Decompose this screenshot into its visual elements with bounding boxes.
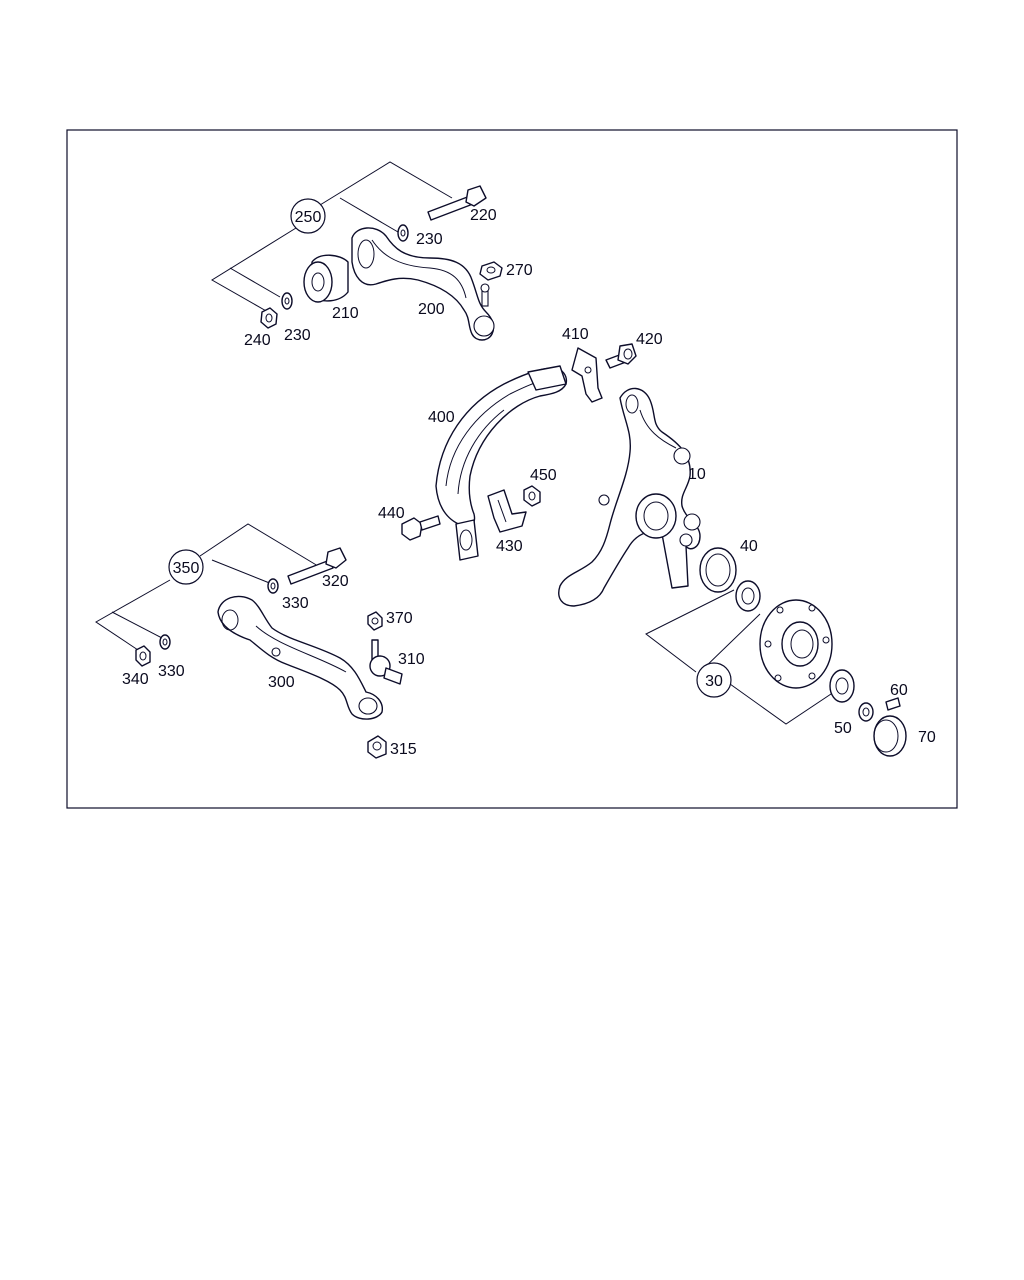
part-240-nut[interactable] [260, 307, 278, 329]
part-370-nut[interactable] [367, 611, 383, 631]
part-440-bolt[interactable] [401, 515, 441, 541]
part-330-washer-lower[interactable] [159, 634, 171, 650]
part-220-bolt[interactable] [427, 185, 487, 221]
part-410-bracket[interactable] [571, 347, 603, 403]
part-400-lower-arm[interactable] [435, 365, 568, 561]
part-210-bushing[interactable] [303, 254, 349, 303]
label-430[interactable]: 430 [496, 538, 523, 555]
part-10-steering-knuckle[interactable] [558, 387, 701, 607]
label-220[interactable]: 220 [470, 207, 497, 224]
label-350: 350 [173, 560, 200, 577]
label-340[interactable]: 340 [122, 671, 149, 688]
label-315[interactable]: 315 [390, 741, 417, 758]
label-450[interactable]: 450 [530, 467, 557, 484]
group-30-leaders [645, 589, 841, 725]
label-440[interactable]: 440 [378, 505, 405, 522]
label-250: 250 [295, 209, 322, 226]
part-50-bearing[interactable] [829, 669, 855, 703]
part-270-nut[interactable] [479, 261, 503, 281]
group-350-callout[interactable]: 350 [168, 549, 204, 585]
group-30-callout[interactable]: 30 [696, 662, 732, 698]
part-420-bolt[interactable] [605, 343, 637, 369]
label-300[interactable]: 300 [268, 674, 295, 691]
label-200[interactable]: 200 [418, 301, 445, 318]
part-450-nut[interactable] [523, 485, 541, 507]
label-240[interactable]: 240 [244, 332, 271, 349]
label-310[interactable]: 310 [398, 651, 425, 668]
part-230-washer-upper[interactable] [397, 224, 409, 242]
diagram-frame [66, 129, 958, 809]
part-30-bearing[interactable] [735, 580, 761, 612]
label-270[interactable]: 270 [506, 262, 533, 279]
part-320-bolt[interactable] [287, 547, 347, 585]
group-350-leaders [95, 523, 319, 651]
part-315-nut[interactable] [367, 735, 387, 759]
part-310-ball-joint[interactable] [369, 639, 403, 685]
label-210[interactable]: 210 [332, 305, 359, 322]
label-400[interactable]: 400 [428, 409, 455, 426]
part-300-lower-control-arm[interactable] [217, 595, 383, 720]
label-230-lower[interactable]: 230 [284, 327, 311, 344]
label-420[interactable]: 420 [636, 331, 663, 348]
group-250-leaders [211, 161, 453, 313]
label-10[interactable]: 10 [688, 466, 706, 483]
part-430-bracket[interactable] [487, 489, 527, 533]
label-40[interactable]: 40 [740, 538, 758, 555]
label-320[interactable]: 320 [322, 573, 349, 590]
label-70[interactable]: 70 [918, 729, 936, 746]
part-340-nut[interactable] [135, 645, 151, 667]
label-50[interactable]: 50 [834, 720, 852, 737]
part-330-washer-upper[interactable] [267, 578, 279, 594]
part-40-seal[interactable] [699, 547, 737, 593]
label-60[interactable]: 60 [890, 682, 908, 699]
part-30-wheel-hub[interactable] [759, 599, 833, 689]
label-230-upper[interactable]: 230 [416, 231, 443, 248]
part-200-upper-control-arm[interactable] [351, 227, 495, 341]
part-70-cap[interactable] [873, 715, 907, 757]
label-370[interactable]: 370 [386, 610, 413, 627]
part-230-washer-lower[interactable] [281, 292, 293, 310]
part-50-nut[interactable] [858, 702, 874, 722]
label-410[interactable]: 410 [562, 326, 589, 343]
label-330-lower[interactable]: 330 [158, 663, 185, 680]
label-30: 30 [705, 673, 723, 690]
label-330-upper[interactable]: 330 [282, 595, 309, 612]
group-250-callout[interactable]: 250 [290, 198, 326, 234]
part-60-screw[interactable] [885, 697, 901, 711]
